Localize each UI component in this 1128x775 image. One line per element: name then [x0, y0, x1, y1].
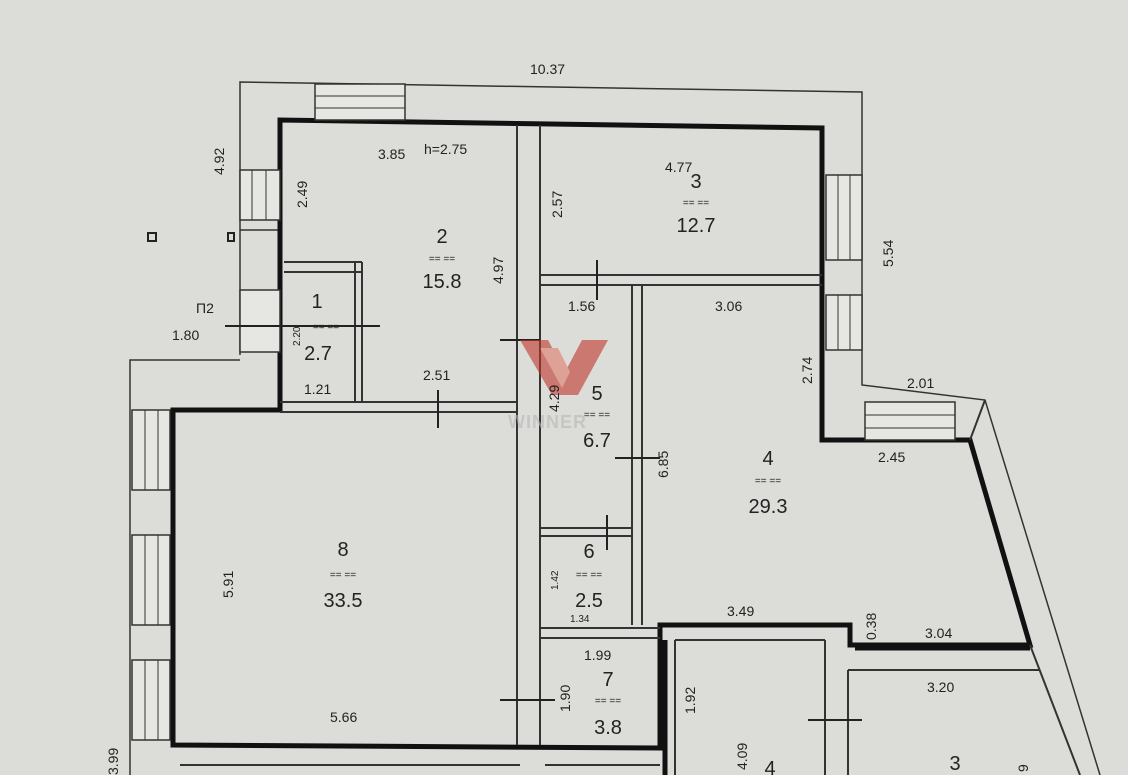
dim-2-20: 2.20 [292, 326, 303, 346]
window-left-2 [131, 534, 171, 626]
dim-1-90: 1.90 [557, 685, 573, 712]
room-4-area: 29.3 [749, 496, 788, 518]
area-marker: == == [330, 570, 356, 581]
door-ticks [147, 232, 862, 721]
window-right-upper [825, 174, 863, 261]
window-bay [864, 401, 956, 441]
room-labels: 1 == == 2.7 2 == == 15.8 3 == == 12.7 4 … [304, 171, 960, 775]
window-right-lower [825, 294, 863, 351]
dim-9: 9 [1015, 764, 1031, 772]
room-5-area: 6.7 [583, 430, 611, 452]
height-note: h=2.75 [424, 141, 467, 157]
dim-1-56: 1.56 [568, 298, 595, 314]
area-marker: == == [683, 198, 709, 209]
dim-2-49: 2.49 [294, 181, 310, 208]
dim-2-01: 2.01 [907, 375, 934, 391]
dim-1-92: 1.92 [682, 687, 698, 714]
room-4-number: 4 [762, 448, 773, 470]
room-4: 4 == == 29.3 [749, 448, 788, 518]
dim-3-04: 3.04 [925, 625, 952, 641]
dim-5-91: 5.91 [220, 571, 236, 598]
window-left-3 [131, 659, 171, 741]
room-3-area: 12.7 [677, 215, 716, 237]
room-2-area: 15.8 [423, 271, 462, 293]
room-4-lower-number: 4 [764, 758, 775, 775]
window-mullions [144, 95, 955, 740]
dim-3-85: 3.85 [378, 146, 405, 162]
dim-5-66: 5.66 [330, 709, 357, 725]
area-marker: == == [429, 254, 455, 265]
dim-4-97: 4.97 [490, 257, 506, 284]
window-left-mid [239, 289, 281, 353]
dim-3-99: 3.99 [105, 748, 121, 775]
room-3: 3 == == 12.7 [677, 171, 716, 237]
room-7-number: 7 [602, 669, 613, 691]
dim-1-42: 1.42 [550, 570, 561, 590]
room-7: 7 == == 3.8 [594, 669, 622, 739]
window-left-upper [239, 169, 281, 221]
room-3-lower: 3 [949, 753, 960, 775]
label-p2: П2 [196, 300, 214, 316]
dim-overall-width: 10.37 [530, 61, 565, 77]
room-8-area: 33.5 [324, 590, 363, 612]
area-marker: == == [755, 476, 781, 487]
windows [131, 83, 956, 741]
dim-2-51: 2.51 [423, 367, 450, 383]
dim-1-21: 1.21 [304, 381, 331, 397]
dim-4-77: 4.77 [665, 159, 692, 175]
dim-3-20: 3.20 [927, 679, 954, 695]
room-1: 1 == == 2.7 [304, 291, 339, 365]
area-marker: == == [595, 696, 621, 707]
thick-walls [170, 117, 1034, 775]
room-2: 2 == == 15.8 [423, 226, 462, 293]
dim-1-99: 1.99 [584, 647, 611, 663]
dim-3-06: 3.06 [715, 298, 742, 314]
dim-0-38: 0.38 [863, 613, 879, 640]
dim-5-54: 5.54 [880, 240, 896, 267]
interior-walls [180, 125, 1081, 775]
room-6-number: 6 [583, 541, 594, 563]
room-7-area: 3.8 [594, 717, 622, 739]
area-marker: == == [576, 570, 602, 581]
window-left-1 [131, 409, 171, 491]
dim-1-80: 1.80 [172, 327, 199, 343]
dim-1-34: 1.34 [570, 614, 590, 625]
room-8: 8 == == 33.5 [324, 539, 363, 612]
room-5-number: 5 [591, 383, 602, 405]
area-marker: == == [313, 322, 339, 333]
watermark-logo: WINNER [508, 340, 608, 432]
dim-6-85: 6.85 [655, 451, 671, 478]
dim-4-29: 4.29 [546, 385, 562, 412]
room-1-area: 2.7 [304, 343, 332, 365]
room-3-lower-number: 3 [949, 753, 960, 775]
room-1-number: 1 [311, 291, 322, 313]
dimension-labels: 10.37 4.92 3.85 h=2.75 2.49 4.97 2.57 4.… [105, 61, 1031, 775]
dim-2-74: 2.74 [799, 357, 815, 384]
room-8-number: 8 [337, 539, 348, 561]
room-4-lower: 4 [764, 758, 775, 775]
area-marker: == == [584, 410, 610, 421]
room-5: 5 == == 6.7 [583, 383, 611, 452]
window-top [314, 83, 406, 121]
dim-3-49: 3.49 [727, 603, 754, 619]
dim-4-92: 4.92 [211, 148, 227, 175]
room-3-number: 3 [690, 171, 701, 193]
watermark-text: WINNER [508, 412, 587, 432]
dim-2-45: 2.45 [878, 449, 905, 465]
room-6-area: 2.5 [575, 590, 603, 612]
room-6: 6 == == 2.5 [575, 541, 603, 612]
dim-4-09: 4.09 [734, 743, 750, 770]
dim-2-57: 2.57 [549, 191, 565, 218]
room-2-number: 2 [436, 226, 447, 248]
